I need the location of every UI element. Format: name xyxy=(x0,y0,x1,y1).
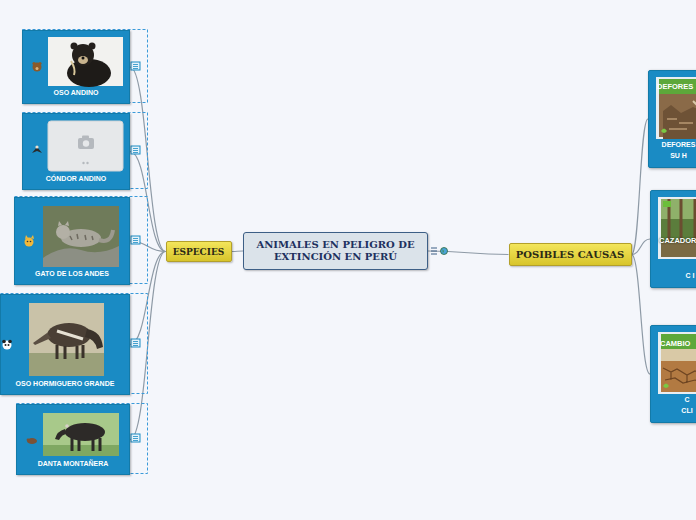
image-caption: CAZADOR xyxy=(659,236,696,245)
connector xyxy=(632,255,651,375)
connector xyxy=(232,250,244,252)
node-text: ANIMALES EN PELIGRO DE EXTINCIÓN EN PERÚ xyxy=(250,239,421,263)
node-text: OSO HORMIGUERO GRANDE xyxy=(16,379,115,388)
node-text: POSIBLES CAUSAS xyxy=(516,249,625,260)
node-text: GATO DE LOS ANDES xyxy=(35,269,109,278)
central-icons xyxy=(431,248,448,255)
species-card: DANTA MONTAÑERA xyxy=(16,404,130,475)
node-text: C I xyxy=(685,270,695,281)
branch-label: POSIBLES CAUSAS xyxy=(509,243,632,266)
species-card: OSO HORMIGUERO GRANDE xyxy=(0,294,130,395)
species-card: CÓNDOR ANDINO xyxy=(22,113,130,190)
connector xyxy=(632,119,649,255)
node-text: OSO ANDINO xyxy=(54,88,99,97)
node-text: DEFORES SU H xyxy=(660,139,696,161)
connector xyxy=(428,251,509,255)
species-card: GATO DE LOS ANDES xyxy=(14,197,130,285)
species-card: OSO ANDINO xyxy=(22,30,130,104)
connector xyxy=(632,239,651,255)
central-topic: ANIMALES EN PELIGRO DE EXTINCIÓN EN PERÚ xyxy=(243,232,428,270)
node-text: CÓNDOR ANDINO xyxy=(46,174,106,183)
image-caption: DEFORES xyxy=(657,82,693,91)
image-caption: CAMBIO xyxy=(660,339,690,348)
node-text: DANTA MONTAÑERA xyxy=(38,459,109,468)
branch-label: ESPECIES xyxy=(166,241,232,262)
node-text: ESPECIES xyxy=(173,247,225,257)
node-text: C CLI xyxy=(678,394,696,416)
anteater-photo xyxy=(1,295,131,394)
note-icons xyxy=(131,62,140,442)
